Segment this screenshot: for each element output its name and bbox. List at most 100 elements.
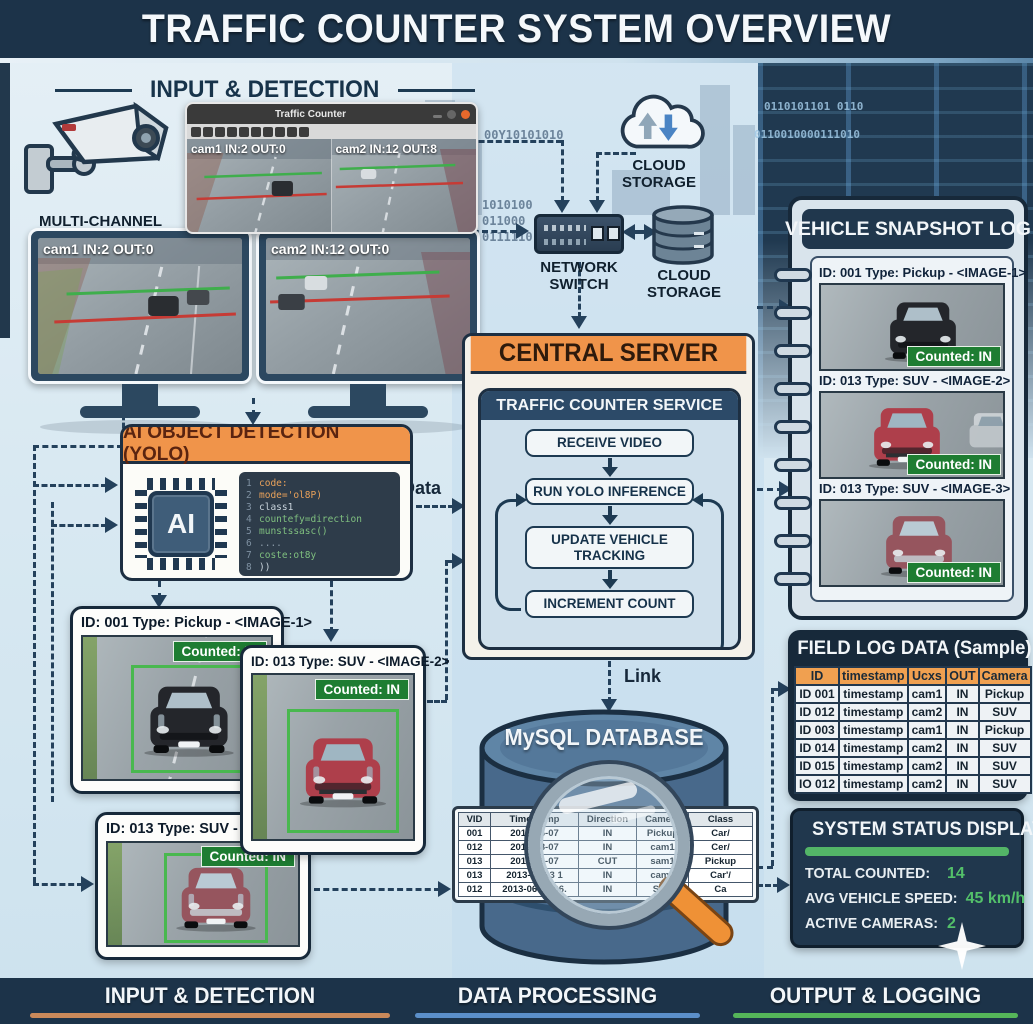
footer-underline-orange xyxy=(30,1013,390,1018)
counted-badge: Counted: IN xyxy=(314,679,409,700)
table-cell: ID 003 xyxy=(793,720,841,740)
connector-arrowhead xyxy=(452,553,465,569)
monitor-1: cam1 IN:2 OUT:0 xyxy=(28,228,252,434)
monitor-stand xyxy=(122,384,158,406)
connector xyxy=(470,140,562,143)
table-cell: IN xyxy=(945,774,980,794)
toolbar-button[interactable] xyxy=(287,126,297,137)
connector xyxy=(445,560,457,563)
snapshot-card-2: ID: 013 Type: SUV - <IMAGE-2> Counted: I… xyxy=(240,645,450,855)
flow-step-update-tracking: UPDATE VEHICLE TRACKING xyxy=(525,526,694,570)
road-scene xyxy=(331,139,476,232)
footer-label: OUTPUT & LOGGING xyxy=(769,983,982,1008)
code-line: 8)) xyxy=(246,562,271,573)
toolbar-button[interactable] xyxy=(275,126,285,137)
vehicle-image: Counted: IN xyxy=(106,841,300,947)
column-header: Class xyxy=(688,812,753,827)
toolbar-button[interactable] xyxy=(239,126,249,137)
monitor-overlay-text: cam2 IN:12 OUT:0 xyxy=(271,241,390,257)
status-value: 14 xyxy=(947,865,965,882)
toolbar-button[interactable] xyxy=(215,126,225,137)
counted-badge: Counted: IN xyxy=(906,562,1001,583)
toolbar-button[interactable] xyxy=(299,126,309,137)
log-entry-image: Counted: IN xyxy=(819,499,1005,587)
switch-port xyxy=(591,226,604,241)
status-label: ACTIVE CAMERAS: xyxy=(805,915,939,932)
switch-ports xyxy=(544,225,586,231)
snapshot-log-title: VEHICLE SNAPSHOT LOG xyxy=(785,209,1031,249)
detection-bounding-box xyxy=(287,709,399,833)
binary-decor: 011000 xyxy=(482,214,526,228)
flow-step-receive-video: RECEIVE VIDEO xyxy=(525,429,694,457)
table-cell: IO 012 xyxy=(793,774,841,794)
toolbar-button[interactable] xyxy=(227,126,237,137)
left-border-strip xyxy=(0,63,10,338)
table-cell: Pickup xyxy=(977,720,1032,740)
skyline-building xyxy=(733,125,755,215)
road-scene xyxy=(266,238,470,374)
road-scene xyxy=(38,238,242,374)
vehicle xyxy=(877,291,969,369)
table-cell: timestamp xyxy=(838,756,909,776)
connector xyxy=(314,888,440,891)
connector-arrowhead xyxy=(245,412,261,425)
ai-chip-icon: AI xyxy=(133,476,229,572)
switch-ports xyxy=(544,239,586,245)
feed-overlay-text: cam2 IN:12 OUT:8 xyxy=(335,142,437,156)
ai-box-title: AI OBJECT DETECTION (YOLO) xyxy=(123,427,410,465)
column-header: OUT xyxy=(945,666,980,686)
binary-decor: 0110101101 0110 xyxy=(764,100,864,113)
log-entry-title: ID: 013 Type: SUV - <IMAGE-2> xyxy=(819,373,1011,388)
magnifier-gleam xyxy=(557,780,639,816)
roadside-decor xyxy=(253,675,267,839)
toolbar-button[interactable] xyxy=(263,126,273,137)
central-server-title: CENTRAL SERVER xyxy=(470,336,747,374)
monitor-screen: cam1 IN:2 OUT:0 xyxy=(38,238,242,374)
spiral-ring xyxy=(774,534,812,548)
cctv-camera: MULTI-CHANNEL CCTV FEED xyxy=(18,96,183,248)
footer-underline-blue xyxy=(415,1013,700,1018)
close-button[interactable] xyxy=(461,109,470,119)
connector xyxy=(757,884,779,887)
header-rule xyxy=(397,88,475,92)
table-cell: IN xyxy=(945,738,980,758)
log-entry-image: Counted: IN xyxy=(819,391,1005,479)
status-label: AVG VEHICLE SPEED: xyxy=(805,890,958,907)
table-cell: IN xyxy=(945,702,980,722)
binary-decor: 1010100 xyxy=(482,198,533,212)
chip-pins xyxy=(135,490,147,558)
roadside-decor xyxy=(83,637,97,779)
table-cell: cam1 xyxy=(906,684,948,704)
table-cell: Pickup xyxy=(977,684,1032,704)
counted-badge: Counted: IN xyxy=(906,346,1001,367)
connector xyxy=(330,581,333,633)
spiral-ring xyxy=(774,458,812,472)
maximize-button[interactable] xyxy=(447,109,456,119)
column-header: VID xyxy=(458,812,491,827)
monitor-overlay-text: cam1 IN:2 OUT:0 xyxy=(43,241,154,257)
toolbar-button[interactable] xyxy=(251,126,261,137)
footer-label: DATA PROCESSING xyxy=(457,983,658,1008)
minimize-button[interactable] xyxy=(433,114,442,118)
magnifier-gleam xyxy=(609,804,657,825)
table-cell: Car/ xyxy=(688,826,753,841)
toolbar-button[interactable] xyxy=(191,126,201,137)
counted-badge: Counted: IN xyxy=(172,641,267,662)
vehicle xyxy=(961,397,1003,472)
connector-arrowhead xyxy=(777,877,790,893)
connector xyxy=(252,398,255,416)
toolbar-button[interactable] xyxy=(203,126,213,137)
connector xyxy=(427,700,447,703)
connector-arrowhead xyxy=(622,224,635,240)
connector xyxy=(757,488,783,491)
column-header: timestamp xyxy=(838,666,909,686)
table-cell: IN xyxy=(945,684,980,704)
table-cell: ID 012 xyxy=(793,702,841,722)
footer-section-input: INPUT & DETECTION xyxy=(30,983,390,1018)
